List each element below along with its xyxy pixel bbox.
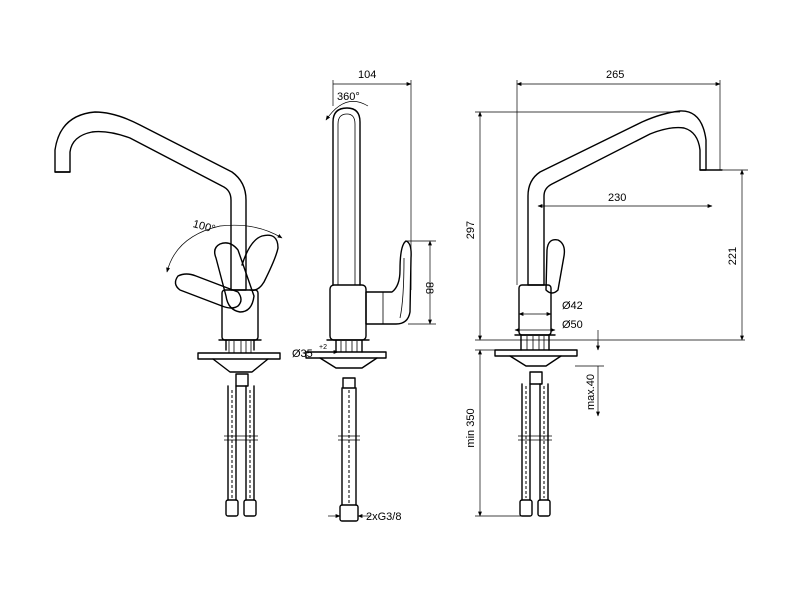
swivel-label: 360° xyxy=(337,91,360,103)
rotation-label: 100° xyxy=(191,218,216,235)
right-studs xyxy=(526,336,545,350)
deck-underside xyxy=(212,358,269,373)
mounting-nut xyxy=(235,373,249,387)
side-hose xyxy=(341,387,357,506)
side-fitting xyxy=(339,504,359,522)
side-hose-break xyxy=(338,435,360,441)
right-base xyxy=(514,334,556,351)
right-hose-braid xyxy=(525,386,545,498)
hose-left xyxy=(227,385,237,501)
spout-label: 230 xyxy=(608,192,626,204)
front-view-left: 100° xyxy=(54,111,283,517)
side-nut xyxy=(342,377,356,389)
base-diameter-label: Ø50 xyxy=(562,319,583,331)
side-studs xyxy=(340,341,358,352)
right-hose-break xyxy=(518,435,552,441)
side-deck-underside xyxy=(319,357,378,369)
deck-label: max.40 xyxy=(585,374,597,410)
lever-up xyxy=(213,242,255,313)
handle-height-label: 88 xyxy=(423,282,435,294)
hose-label: min 350 xyxy=(465,408,477,447)
right-fitting-right xyxy=(537,499,551,517)
hose-fitting-left xyxy=(225,499,239,517)
side-body xyxy=(329,284,367,341)
hose-right xyxy=(245,385,255,501)
side-deck-plate xyxy=(305,351,387,359)
hose-braid xyxy=(231,390,251,498)
front-view-right: 265 230 297 221 Ø42 Ø50 max.40 min 350 xyxy=(465,69,748,517)
height-label: 297 xyxy=(465,221,477,239)
right-deck-underside xyxy=(509,355,562,367)
side-spout xyxy=(332,107,361,286)
reach-label: 265 xyxy=(606,69,624,81)
swivel-arc xyxy=(325,101,369,121)
body-diameter-label: Ø42 xyxy=(562,300,583,312)
right-hose-left xyxy=(521,383,531,501)
side-view: 360° 104 88 Ø35 +2 2xG3/8 xyxy=(292,69,436,523)
rotation-arc xyxy=(166,224,283,273)
hose-fitting-right xyxy=(243,499,257,517)
right-body xyxy=(518,284,552,336)
right-deck-plate xyxy=(494,349,578,357)
side-lever-detail xyxy=(382,257,405,324)
right-hose-right xyxy=(539,383,549,501)
side-base xyxy=(326,339,370,353)
lever-rotated xyxy=(241,234,279,292)
hole-label: Ø35 xyxy=(292,348,313,360)
side-lever xyxy=(365,240,412,325)
lever-side xyxy=(174,273,242,309)
hole-tolerance: +2 xyxy=(319,344,327,351)
width-label: 104 xyxy=(358,69,376,81)
base-studs xyxy=(228,341,252,353)
right-fitting-left xyxy=(519,499,533,517)
outlet-height-label: 221 xyxy=(727,247,739,265)
side-spout-inner xyxy=(337,113,356,285)
hose-break xyxy=(224,435,258,441)
body xyxy=(221,289,259,341)
base-ring xyxy=(225,339,255,351)
thread-label: 2xG3/8 xyxy=(366,511,401,523)
right-nut xyxy=(529,371,543,385)
deck-plate xyxy=(197,352,281,360)
